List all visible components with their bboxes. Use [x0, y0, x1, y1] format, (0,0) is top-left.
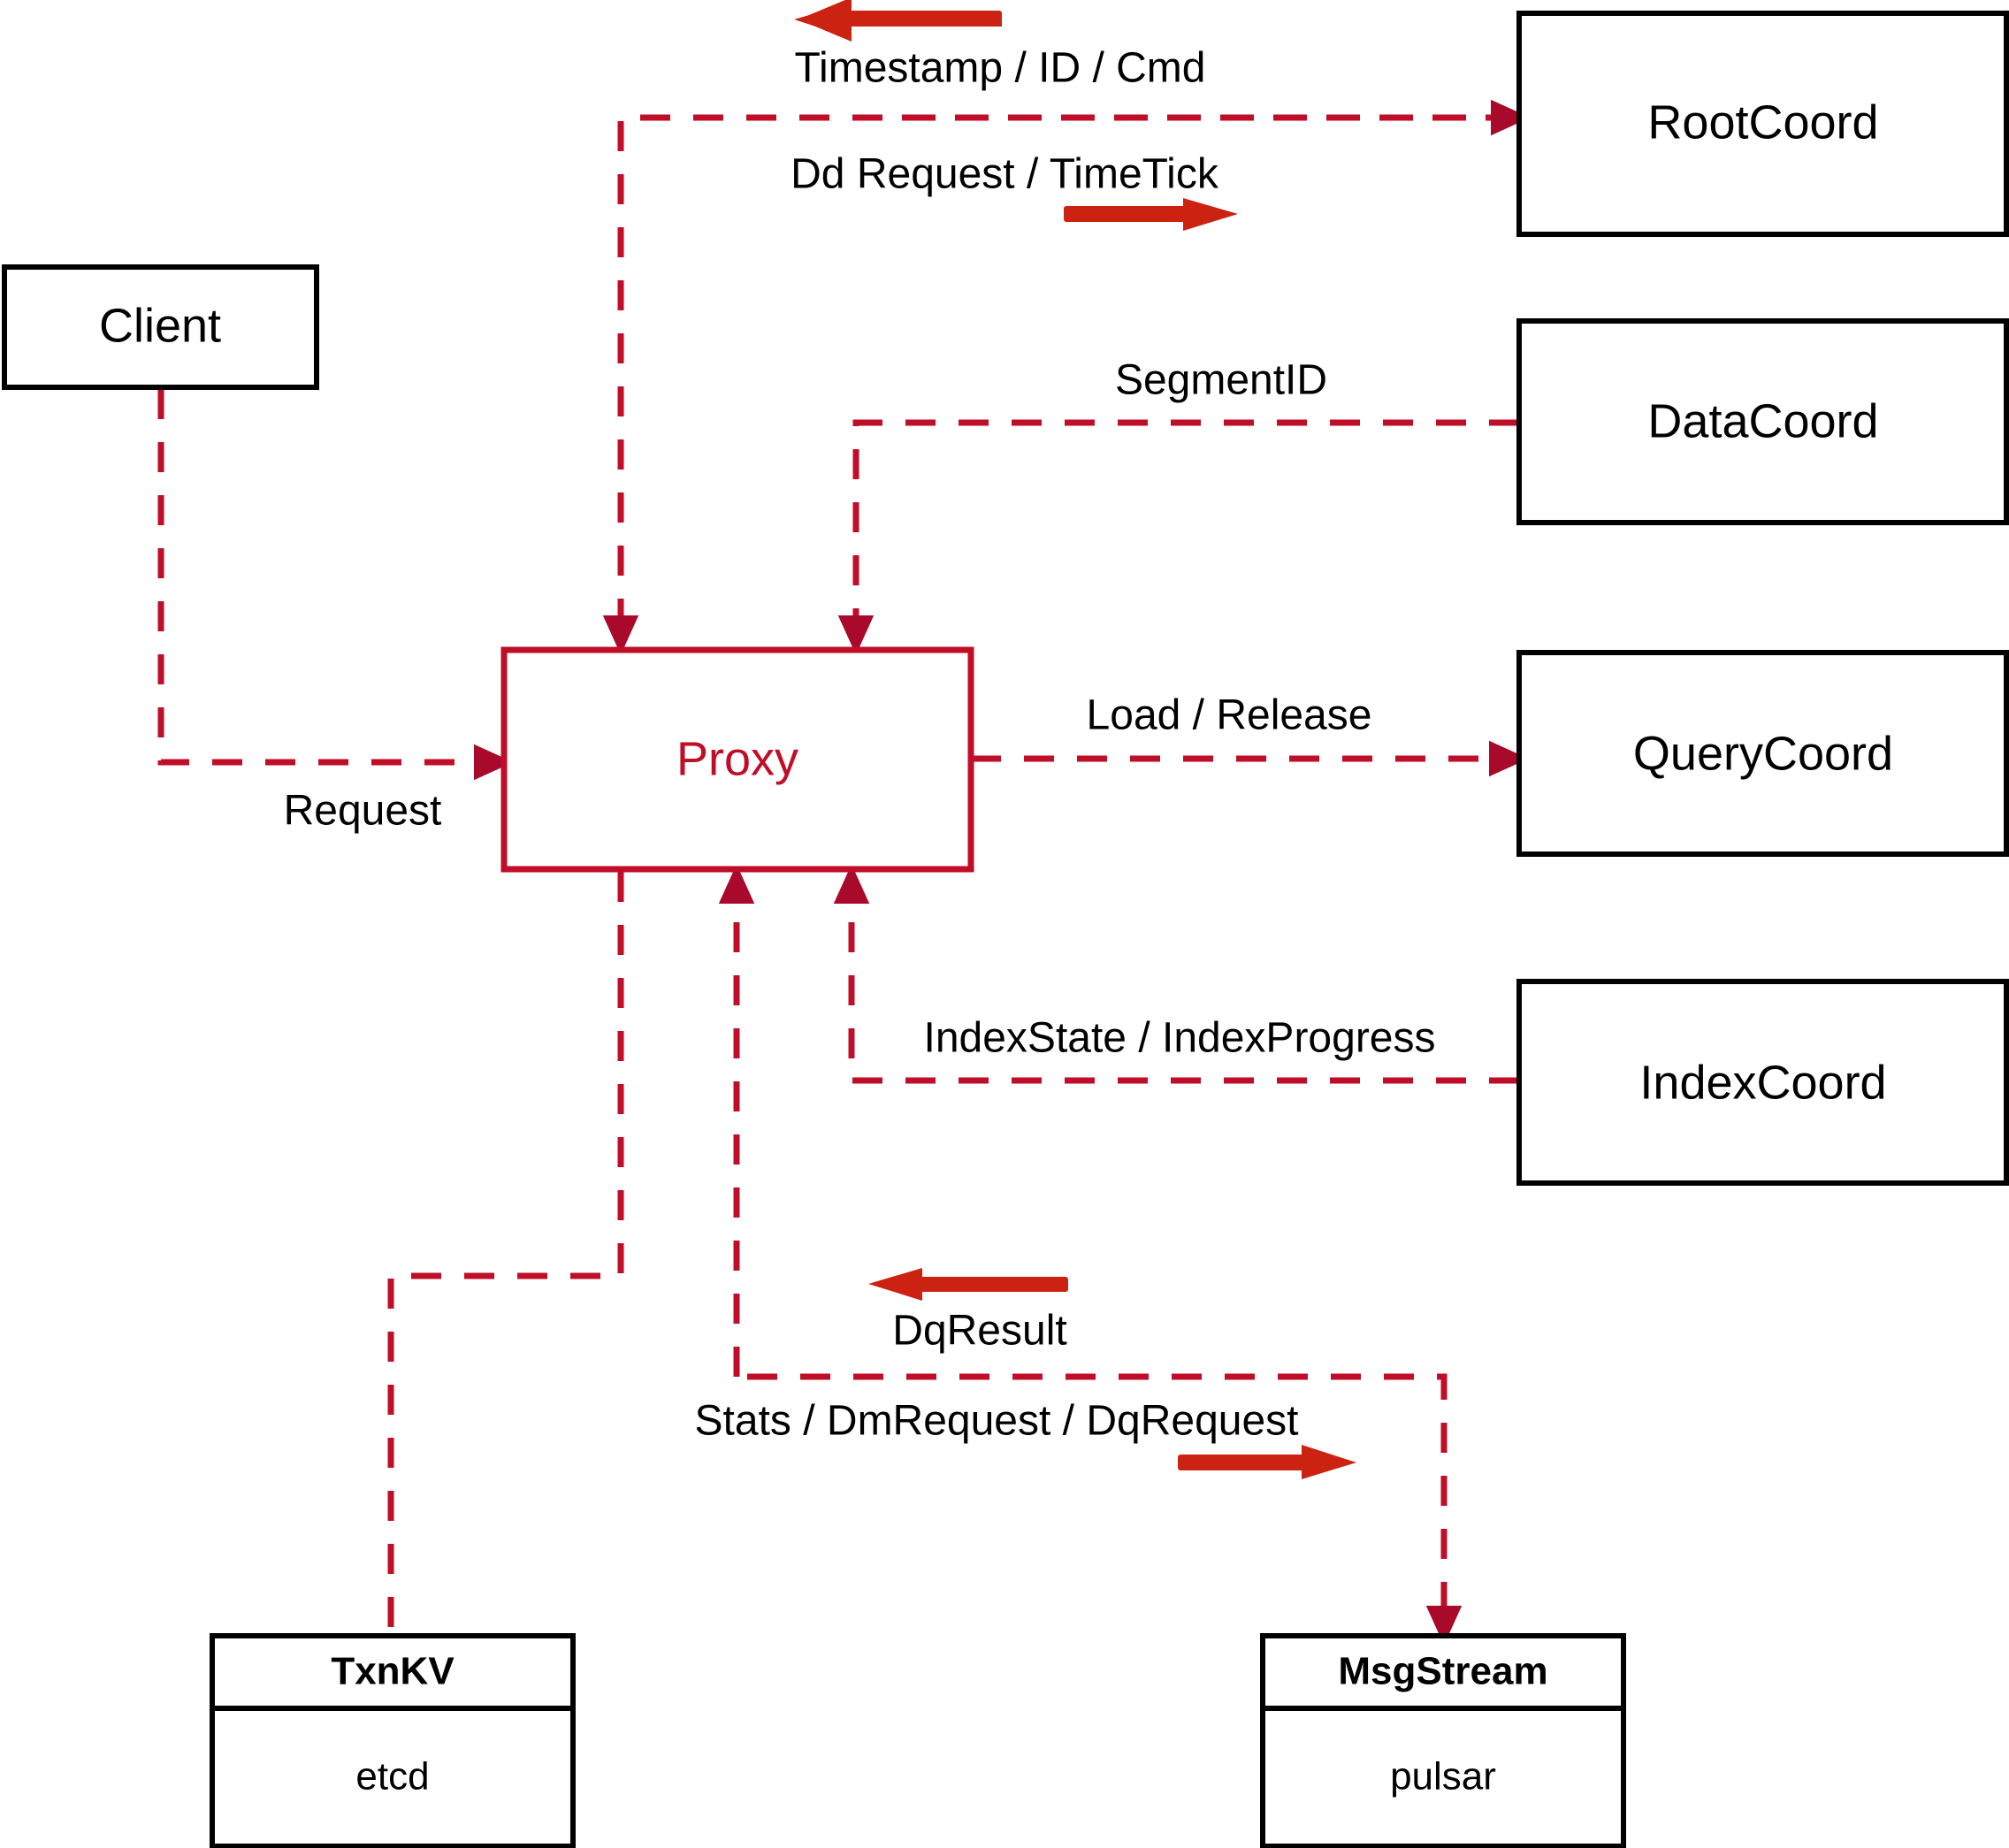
node-datacoord[interactable]: DataCoord [1516, 318, 2009, 525]
edge-label-segment-id: SegmentID [1115, 357, 1327, 404]
edge-root-to-proxy [602, 114, 1519, 655]
edge-datacoord-to-proxy [837, 419, 1519, 655]
node-querycoord[interactable]: QueryCoord [1516, 650, 2009, 857]
flow-arrow-left-timestamp [794, 0, 1002, 42]
node-proxy[interactable]: Proxy [500, 646, 974, 873]
edge-client-to-proxy [157, 389, 514, 781]
node-txnkv-impl: etcd [355, 1755, 429, 1798]
node-msgstream-label: MsgStream [1338, 1650, 1547, 1693]
node-proxy-label: Proxy [676, 732, 798, 785]
node-txnkv-label: TxnKV [331, 1650, 455, 1693]
node-querycoord-label: QueryCoord [1633, 727, 1893, 780]
flow-arrow-left-dqresult [868, 1268, 1068, 1301]
node-datacoord-label: DataCoord [1647, 394, 1878, 447]
node-indexcoord-label: IndexCoord [1639, 1056, 1886, 1109]
edge-label-stats-dm-dq-request: Stats / DmRequest / DqRequest [695, 1398, 1299, 1445]
edge-label-dd-request-timetick: Dd Request / TimeTick [791, 151, 1219, 198]
node-msgstream[interactable]: MsgStream pulsar [1260, 1633, 1626, 1848]
edge-label-load-release: Load / Release [1087, 692, 1372, 739]
node-client-label: Client [99, 299, 221, 352]
edge-label-dq-result: DqResult [892, 1308, 1066, 1355]
node-rootcoord-label: RootCoord [1647, 95, 1878, 149]
node-rootcoord[interactable]: RootCoord [1516, 11, 2009, 237]
edge-indexcoord-to-proxy [833, 864, 1519, 1084]
edge-proxy-to-txnkv [387, 872, 624, 1636]
node-txnkv[interactable]: TxnKV etcd [210, 1633, 576, 1848]
edge-label-index-state-progress: IndexState / IndexProgress [924, 1015, 1436, 1062]
flow-arrow-right-ddrequest [1064, 198, 1238, 231]
node-client[interactable]: Client [2, 264, 319, 390]
edge-proxy-to-msgstream [747, 1373, 1463, 1646]
edge-label-timestamp-id-cmd: Timestamp / ID / Cmd [795, 45, 1206, 92]
node-msgstream-impl: pulsar [1390, 1755, 1496, 1798]
node-indexcoord[interactable]: IndexCoord [1516, 979, 2009, 1186]
edge-label-request: Request [284, 788, 442, 835]
flow-arrow-right-dqrequest [1178, 1445, 1356, 1479]
